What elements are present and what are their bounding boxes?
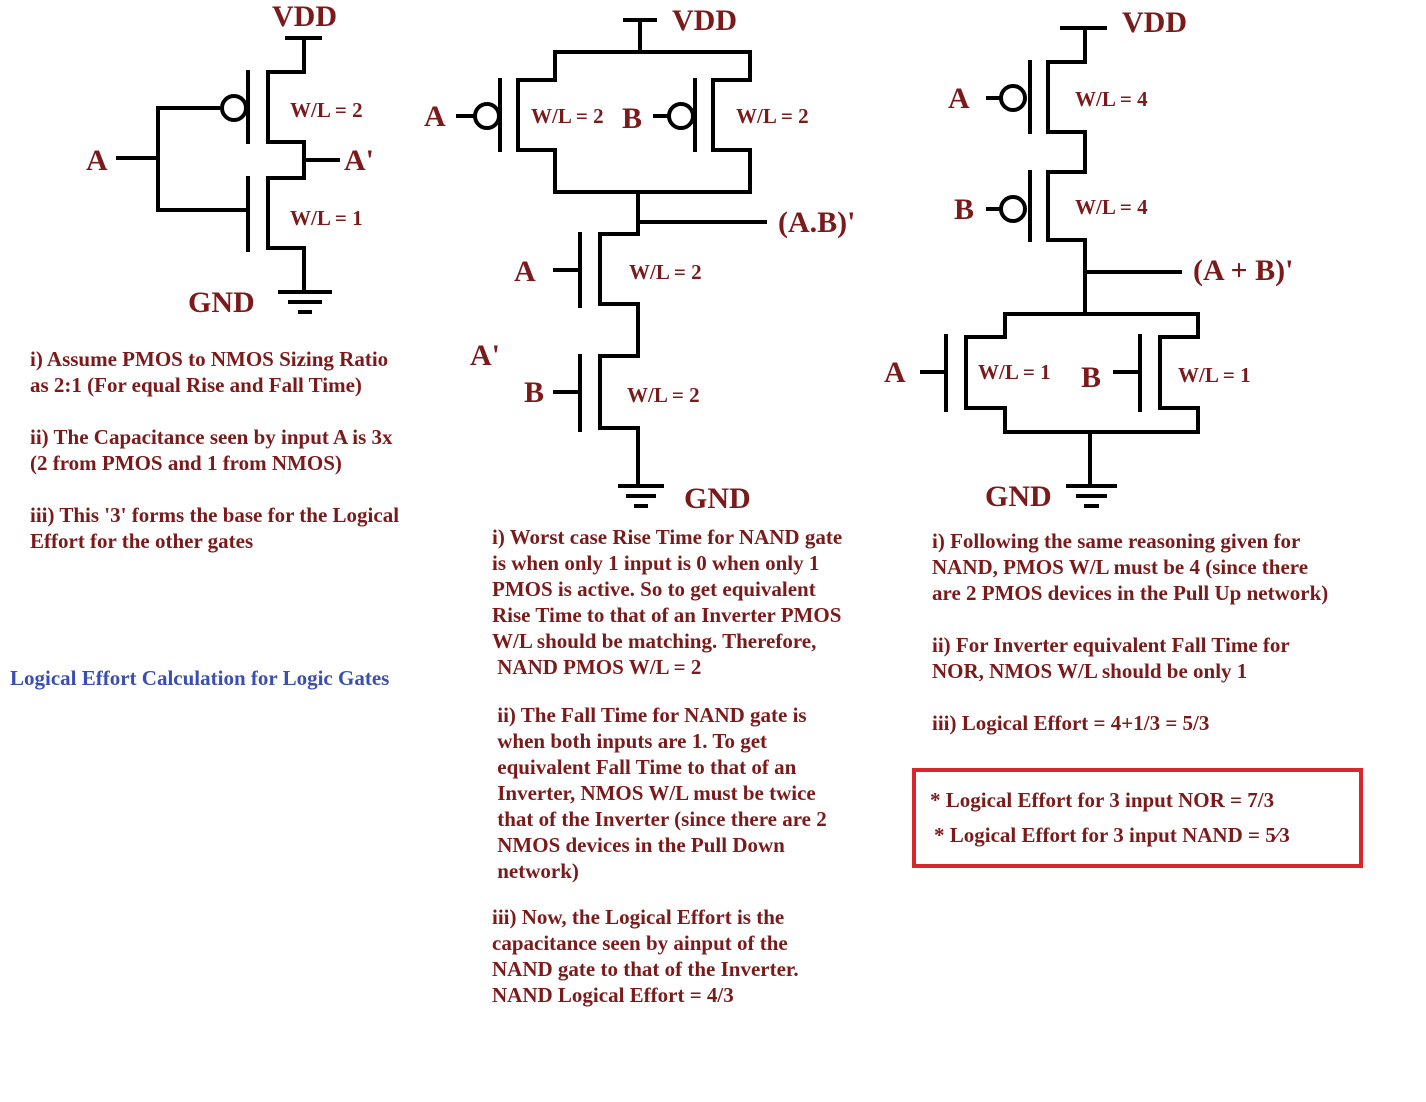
note-line: capacitance seen by ainput of the bbox=[492, 931, 788, 955]
note-line bbox=[492, 680, 842, 702]
note-line: is when only 1 input is 0 when only 1 bbox=[492, 551, 820, 575]
nor-wires bbox=[920, 26, 1200, 488]
note-line: NAND gate to that of the Inverter. bbox=[492, 957, 799, 981]
nand-pmos-b-input: B bbox=[622, 102, 642, 135]
note-line: iii) Logical Effort = 4+1/3 = 5/3 bbox=[932, 711, 1210, 735]
note-line: i) Following the same reasoning given fo… bbox=[932, 529, 1301, 553]
note-line: W/L should be matching. Therefore, bbox=[492, 629, 817, 653]
note-line: are 2 PMOS devices in the Pull Up networ… bbox=[932, 581, 1329, 605]
nand-notes: i) Worst case Rise Time for NAND gate is… bbox=[492, 524, 842, 1008]
note-line bbox=[932, 606, 1328, 632]
nand-wires bbox=[456, 18, 767, 488]
nor-notes: i) Following the same reasoning given fo… bbox=[932, 528, 1328, 736]
inverter-output-label: A' bbox=[344, 144, 374, 177]
inverter-gnd-label: GND bbox=[188, 286, 255, 319]
nor-gnd-label: GND bbox=[985, 480, 1052, 513]
nand-gnd-label: GND bbox=[684, 482, 751, 515]
inverter-input-label: A bbox=[86, 144, 108, 177]
nor-schematic: VDD GND A B W/L = 4 W/L = 4 (A + B)' A B… bbox=[884, 6, 1293, 513]
summary-nor-line: * Logical Effort for 3 input NOR = 7/3 bbox=[930, 788, 1275, 812]
nor-pmos-a-wl: W/L = 4 bbox=[1075, 87, 1148, 111]
note-line: NOR, NMOS W/L should be only 1 bbox=[932, 659, 1248, 683]
nand-output-label: (A.B)' bbox=[778, 206, 856, 239]
note-line: Rise Time to that of an Inverter PMOS bbox=[492, 603, 842, 627]
summary-nand-line: * Logical Effort for 3 input NAND = 5⁄3 bbox=[934, 823, 1290, 847]
nand-pmos-a-wl: W/L = 2 bbox=[531, 104, 604, 128]
note-line: NAND PMOS W/L = 2 bbox=[492, 655, 702, 679]
nor-gnd-symbol bbox=[1066, 484, 1117, 508]
note-line bbox=[932, 684, 1328, 710]
note-line bbox=[30, 476, 399, 502]
nor-pmos-b-wl: W/L = 4 bbox=[1075, 195, 1148, 219]
nand-nmos-b-input: B bbox=[524, 376, 544, 409]
nand-nmos-a-input: A bbox=[514, 255, 536, 288]
note-line: iii) This '3' forms the base for the Log… bbox=[30, 503, 400, 527]
nand-pmos-b-bubble bbox=[667, 102, 695, 130]
note-line bbox=[30, 398, 399, 424]
note-line: that of the Inverter (since there are 2 bbox=[492, 807, 827, 831]
nor-pmos-b-bubble bbox=[999, 195, 1027, 223]
nand-vdd-label: VDD bbox=[672, 4, 737, 37]
note-line: i) Assume PMOS to NMOS Sizing Ratio bbox=[30, 347, 389, 371]
note-line: (2 from PMOS and 1 from NMOS) bbox=[30, 451, 342, 475]
inverter-schematic: VDD GND A A' W/L = 2 W/L = 1 bbox=[86, 0, 374, 319]
note-line: ii) The Capacitance seen by input A is 3… bbox=[30, 425, 393, 449]
note-line: Inverter, NMOS W/L must be twice bbox=[492, 781, 816, 805]
nor-pmos-a-bubble bbox=[999, 84, 1027, 112]
nand-nmos-a-wl: W/L = 2 bbox=[629, 260, 702, 284]
summary-box: * Logical Effort for 3 input NOR = 7/3 *… bbox=[912, 768, 1363, 868]
nand-pmos-a-bubble bbox=[473, 102, 501, 130]
inverter-vdd-label: VDD bbox=[272, 0, 337, 33]
nor-nmos-b-input: B bbox=[1081, 361, 1101, 394]
nor-nmos-b-wl: W/L = 1 bbox=[1178, 363, 1251, 387]
nand-pmos-b-wl: W/L = 2 bbox=[736, 104, 809, 128]
note-line: network) bbox=[492, 859, 579, 883]
note-line: NAND Logical Effort = 4/3 bbox=[492, 983, 734, 1007]
nor-nmos-a-input: A bbox=[884, 356, 906, 389]
note-line: iii) Now, the Logical Effort is the bbox=[492, 905, 785, 929]
note-line: NMOS devices in the Pull Down bbox=[492, 833, 785, 857]
nand-stray-label: A' bbox=[470, 339, 500, 372]
nor-pmos-a-input: A bbox=[948, 82, 970, 115]
note-line bbox=[492, 884, 842, 904]
nor-output-label: (A + B)' bbox=[1193, 254, 1293, 287]
figure-caption: Logical Effort Calculation for Logic Gat… bbox=[10, 666, 390, 690]
nor-vdd-label: VDD bbox=[1122, 6, 1187, 39]
nand-pmos-a-input: A bbox=[424, 100, 446, 133]
nand-gnd-symbol bbox=[618, 484, 664, 508]
note-line: i) Worst case Rise Time for NAND gate bbox=[492, 525, 843, 549]
note-line: Effort for the other gates bbox=[30, 529, 254, 553]
nor-pmos-b-input: B bbox=[954, 193, 974, 226]
inverter-pmos-bubble bbox=[220, 94, 248, 122]
inverter-wires bbox=[116, 36, 340, 292]
note-line: equivalent Fall Time to that of an bbox=[492, 755, 797, 779]
nand-nmos-b-wl: W/L = 2 bbox=[627, 383, 700, 407]
inverter-pmos-wl: W/L = 2 bbox=[290, 98, 363, 122]
nor-nmos-a-wl: W/L = 1 bbox=[978, 360, 1051, 384]
note-line: as 2:1 (For equal Rise and Fall Time) bbox=[30, 373, 362, 397]
note-line: ii) The Fall Time for NAND gate is bbox=[492, 703, 807, 727]
inverter-gnd-symbol bbox=[278, 290, 332, 314]
inverter-notes: i) Assume PMOS to NMOS Sizing Ratio as 2… bbox=[30, 346, 399, 554]
note-line: PMOS is active. So to get equivalent bbox=[492, 577, 816, 601]
inverter-nmos-wl: W/L = 1 bbox=[290, 206, 363, 230]
note-line: when both inputs are 1. To get bbox=[492, 729, 768, 753]
note-line: NAND, PMOS W/L must be 4 (since there bbox=[932, 555, 1309, 579]
nand-schematic: VDD GND A B W/L = 2 W/L = 2 (A.B)' A B W… bbox=[424, 4, 856, 515]
note-line: ii) For Inverter equivalent Fall Time fo… bbox=[932, 633, 1290, 657]
